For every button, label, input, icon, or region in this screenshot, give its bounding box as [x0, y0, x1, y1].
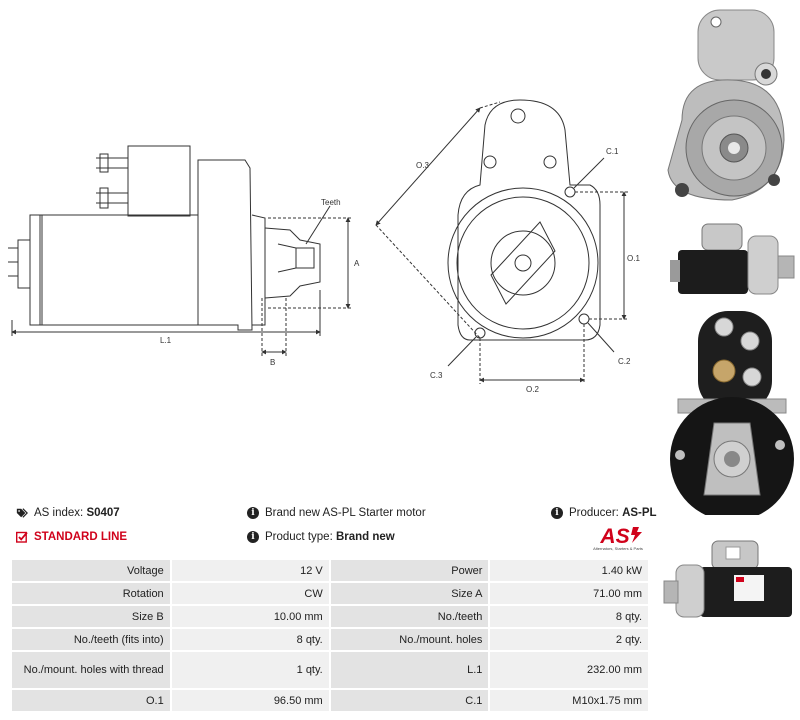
dim-a-label: A	[354, 259, 360, 268]
spec-value: 8 qty.	[490, 606, 648, 627]
producer-value: AS-PL	[622, 507, 657, 519]
table-row: O.1 96.50 mm C.1 M10x1.75 mm	[12, 690, 648, 711]
dim-o3-label: O.3	[416, 161, 429, 170]
tags-icon	[16, 508, 28, 518]
photo-with-label	[663, 540, 792, 618]
photo-front-housing	[667, 9, 785, 201]
info-icon: i	[247, 531, 259, 543]
spec-value: 1.40 kW	[490, 560, 648, 581]
spec-label: No./teeth (fits into)	[12, 629, 170, 650]
spec-value: 10.00 mm	[171, 606, 329, 627]
info-icon: i	[551, 507, 563, 519]
spec-label: No./teeth	[330, 606, 489, 627]
dim-o2-label: O.2	[526, 385, 539, 394]
spec-label: Voltage	[12, 560, 170, 581]
product-type-label: Product type:	[265, 531, 333, 543]
front-view	[447, 99, 601, 341]
spec-value: 71.00 mm	[490, 583, 648, 604]
table-row: No./mount. holes with thread 1 qty. L.1 …	[12, 652, 648, 688]
photo-rear-view	[670, 311, 794, 515]
spec-label: Size A	[330, 583, 489, 604]
product-photos	[662, 0, 800, 720]
dim-l1-label: L.1	[160, 336, 172, 345]
dim-c3-label: C.3	[430, 371, 443, 380]
product-info: AS index: S0407 i Brand new AS-PL Starte…	[10, 505, 657, 555]
line-row: STANDARD LINE	[16, 529, 127, 545]
checkbox-checked-icon	[16, 531, 28, 543]
spec-value: 232.00 mm	[490, 652, 648, 688]
producer-label: Producer:	[569, 507, 619, 519]
spec-label: C.1	[330, 690, 489, 711]
spec-value: 2 qty.	[490, 629, 648, 650]
as-logo-text: AS	[599, 525, 629, 547]
description-row: i Brand new AS-PL Starter motor	[247, 505, 426, 521]
producer-row: i Producer: AS-PL	[551, 505, 657, 521]
spec-label: O.1	[12, 690, 170, 711]
info-icon: i	[247, 507, 259, 519]
teeth-label: Teeth	[321, 198, 341, 207]
table-row: No./teeth (fits into) 8 qty. No./mount. …	[12, 629, 648, 650]
table-row: Size B 10.00 mm No./teeth 8 qty.	[12, 606, 648, 627]
spec-label: Power	[330, 560, 489, 581]
spec-value: M10x1.75 mm	[490, 690, 648, 711]
dim-o1-label: O.1	[627, 254, 640, 263]
as-logo-mark: AS	[599, 525, 642, 548]
technical-drawing: Teeth A B L.1 O.1 O.2 O.3 C.1 C.2 C.3	[8, 99, 640, 394]
spec-value: CW	[171, 583, 329, 604]
spec-value: 12 V	[171, 560, 329, 581]
spec-label: No./mount. holes with thread	[12, 652, 170, 688]
standard-line-label: STANDARD LINE	[34, 531, 128, 543]
as-index-row: AS index: S0407	[16, 505, 120, 521]
spec-value: 8 qty.	[171, 629, 329, 650]
spec-label: No./mount. holes	[330, 629, 489, 650]
spec-label: Size B	[12, 606, 170, 627]
specs-table: Voltage 12 V Power 1.40 kW Rotation CW S…	[10, 558, 650, 713]
spec-value: 1 qty.	[171, 652, 329, 688]
side-view	[8, 145, 321, 331]
table-row: Rotation CW Size A 71.00 mm	[12, 583, 648, 604]
spec-label: L.1	[330, 652, 489, 688]
as-logo-subtitle: Alternators, Starters & Parts	[593, 546, 643, 551]
product-type-value: Brand new	[335, 531, 395, 543]
product-type-row: i Product type: Brand new	[247, 529, 395, 545]
table-row: Voltage 12 V Power 1.40 kW	[12, 560, 648, 581]
as-index-label: AS index:	[34, 507, 84, 519]
dim-b-label: B	[270, 358, 275, 367]
spec-value: 96.50 mm	[171, 690, 329, 711]
photo-side-view	[670, 223, 795, 295]
dim-c2-label: C.2	[618, 357, 631, 366]
as-logo: AS Alternators, Starters & Parts	[585, 523, 651, 555]
spec-label: Rotation	[12, 583, 170, 604]
dim-c1-label: C.1	[606, 147, 619, 156]
as-index-value: S0407	[86, 507, 120, 519]
description-text: Brand new AS-PL Starter motor	[265, 507, 426, 519]
